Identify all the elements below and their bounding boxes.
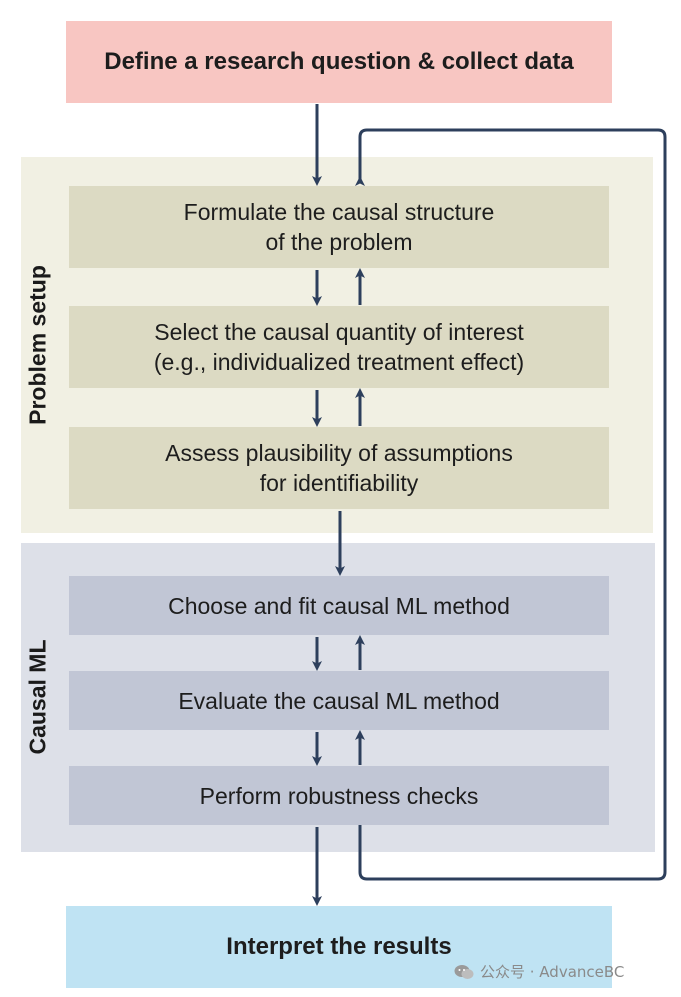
feedback-loop bbox=[355, 128, 667, 881]
step-select-quantity: Select the causal quantity of interest (… bbox=[69, 306, 609, 388]
step-formulate-structure: Formulate the causal structure of the pr… bbox=[69, 186, 609, 268]
watermark: 公众号 · AdvanceBC bbox=[454, 961, 624, 982]
interpret-results-box: Interpret the results bbox=[66, 906, 612, 988]
wechat-icon bbox=[454, 964, 474, 979]
step-assess-assumptions: Assess plausibility of assumptions for i… bbox=[69, 427, 609, 509]
watermark-text: 公众号 · AdvanceBC bbox=[480, 963, 625, 981]
step-robustness-checks: Perform robustness checks bbox=[69, 766, 609, 825]
step-choose-fit-method: Choose and fit causal ML method bbox=[69, 576, 609, 635]
step-evaluate-method: Evaluate the causal ML method bbox=[69, 671, 609, 730]
define-question-box: Define a research question & collect dat… bbox=[66, 21, 612, 103]
